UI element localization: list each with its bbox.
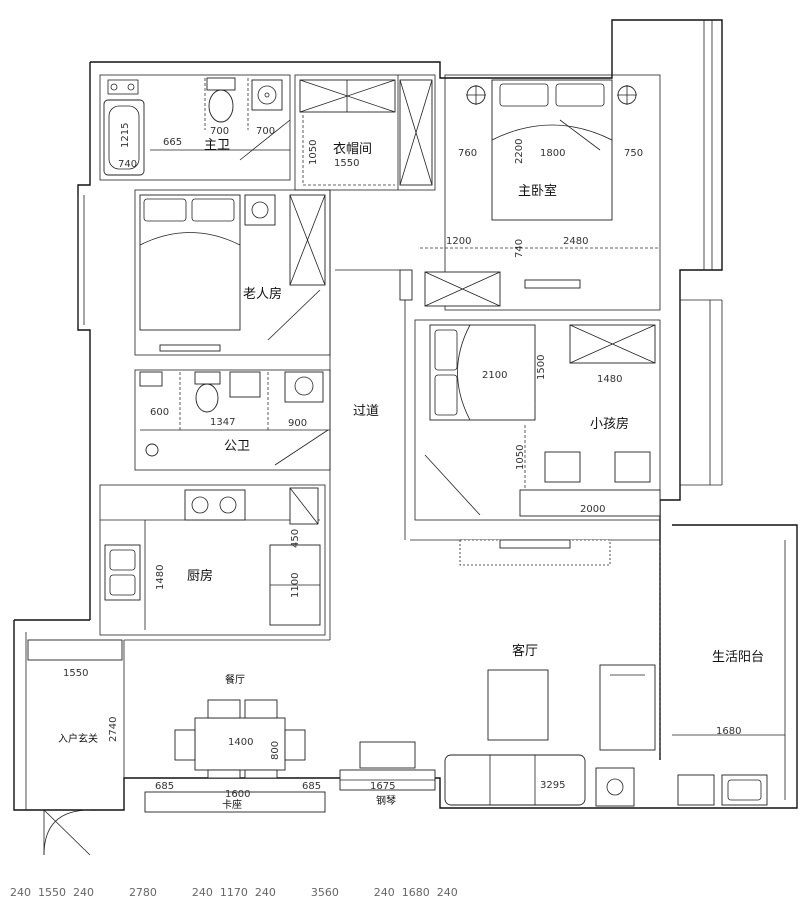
stove xyxy=(184,489,246,521)
dim-1800: 1800 xyxy=(540,148,565,159)
sink-public xyxy=(284,371,324,403)
dim-1480-kitchen: 1480 xyxy=(155,565,166,590)
label-balcony: 生活阳台 xyxy=(712,650,764,665)
dim-2200: 2200 xyxy=(514,139,525,164)
dim-800: 800 xyxy=(270,741,281,760)
dim-3295: 3295 xyxy=(540,780,565,791)
sofa xyxy=(444,754,586,806)
interior-walls xyxy=(99,74,661,778)
dim-1050-kid: 1050 xyxy=(515,445,526,470)
label-master-bath: 主卫 xyxy=(204,138,230,153)
public-bath-fixtures xyxy=(139,371,330,466)
dim-685-a: 685 xyxy=(155,781,174,792)
dim-1050-cloak: 1050 xyxy=(308,140,319,165)
dim-1347: 1347 xyxy=(210,417,235,428)
dim-1215: 1215 xyxy=(120,123,131,148)
dim-760: 760 xyxy=(458,148,477,159)
dim-2480: 2480 xyxy=(563,236,588,247)
label-cloakroom: 衣帽间 xyxy=(333,141,372,157)
balcony-elements xyxy=(672,734,785,806)
booth-bench xyxy=(144,791,326,813)
dim-900: 900 xyxy=(288,418,307,429)
kitchen-sink xyxy=(104,544,141,601)
label-corridor: 过道 xyxy=(353,404,379,419)
label-dining: 餐厅 xyxy=(225,673,245,686)
label-entrance: 入户玄关 xyxy=(58,732,98,745)
dim-740-bed: 740 xyxy=(514,239,525,258)
dim-1600: 1600 xyxy=(225,789,250,800)
dim-750: 750 xyxy=(624,148,643,159)
dim-1550-cloak: 1550 xyxy=(334,158,359,169)
label-kitchen: 厨房 xyxy=(187,568,213,584)
dim-2000: 2000 xyxy=(580,504,605,515)
sink-master xyxy=(251,79,283,111)
dim-1500: 1500 xyxy=(536,355,547,380)
corridor-elements xyxy=(335,269,413,301)
dim-740-bath: 740 xyxy=(118,159,137,170)
dimension-labels: 1215 665 740 700 700 1050 1550 760 2200 … xyxy=(63,123,741,800)
cloakroom-wardrobes xyxy=(299,79,433,186)
kid-desk xyxy=(519,489,661,517)
dim-2740: 2740 xyxy=(108,717,119,742)
label-living-room: 客厅 xyxy=(512,643,538,659)
toilet-public xyxy=(194,371,221,385)
label-master-bedroom: 主卧室 xyxy=(518,183,557,199)
dim-1200: 1200 xyxy=(446,236,471,247)
label-elder-room: 老人房 xyxy=(243,286,282,302)
entrance-elements xyxy=(27,639,123,856)
toilet-master xyxy=(206,77,236,91)
dim-665: 665 xyxy=(163,137,182,148)
master-bed xyxy=(491,79,613,221)
dim-700-a: 700 xyxy=(210,126,229,137)
elder-room-furniture xyxy=(139,194,326,352)
room-labels: 主卫 衣帽间 主卧室 老人房 公卫 过道 小孩房 厨房 客厅 餐厅 生活阳台 入… xyxy=(58,138,764,811)
label-public-bath: 公卫 xyxy=(224,439,250,454)
dim-700-b: 700 xyxy=(256,126,275,137)
kid-room-furniture xyxy=(424,324,661,517)
label-kid-room: 小孩房 xyxy=(590,416,629,432)
bathtub xyxy=(103,99,145,176)
dim-1100: 1100 xyxy=(290,573,301,598)
dim-1480-kid: 1480 xyxy=(597,374,622,385)
dim-1550-entry: 1550 xyxy=(63,668,88,679)
dining-furniture xyxy=(144,699,436,813)
living-room-furniture xyxy=(444,539,661,807)
master-bath-fixtures xyxy=(103,77,291,176)
bottom-dimension-strip: 240 1550 240 2780 240 1170 240 3560 240 … xyxy=(10,886,458,899)
kid-bed xyxy=(429,324,536,421)
label-piano: 钢琴 xyxy=(376,794,396,807)
label-booth: 卡座 xyxy=(222,798,242,811)
master-bedroom-furniture xyxy=(420,79,660,307)
dim-2100: 2100 xyxy=(482,370,507,381)
dim-1400: 1400 xyxy=(228,737,253,748)
armchair xyxy=(599,664,656,751)
dim-1680: 1680 xyxy=(716,726,741,737)
dim-685-b: 685 xyxy=(302,781,321,792)
kitchen-fixtures xyxy=(104,487,321,626)
outer-walls xyxy=(13,19,798,811)
balcony-sink xyxy=(721,774,768,806)
dim-1675: 1675 xyxy=(370,781,395,792)
dim-450: 450 xyxy=(290,529,301,548)
coffee-table xyxy=(487,669,549,741)
elder-bed xyxy=(139,194,241,331)
dim-600: 600 xyxy=(150,407,169,418)
